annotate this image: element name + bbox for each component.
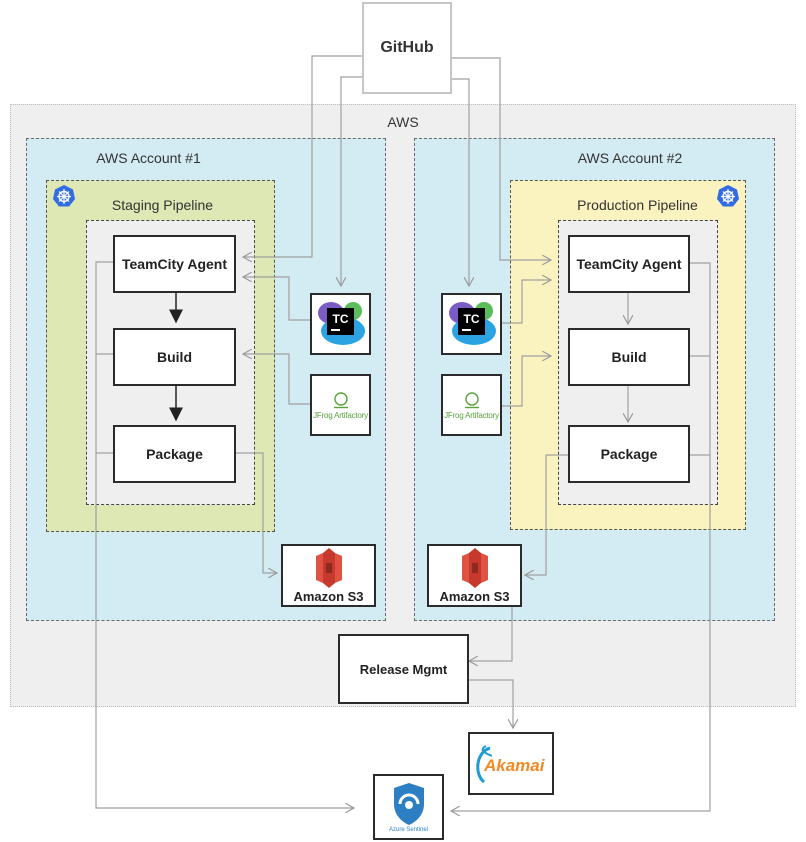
connector-github-staging-teamcity bbox=[341, 76, 363, 286]
akamai-wave-icon bbox=[476, 744, 492, 783]
akamai-label: Akamai bbox=[484, 755, 545, 775]
connector-jfrog-staging-build bbox=[243, 354, 312, 405]
connector-s3-release bbox=[469, 606, 513, 661]
s3-bucket-icon bbox=[315, 547, 342, 588]
connector-github-prod-agent bbox=[450, 57, 551, 260]
production-pipeline-label: Production Pipeline bbox=[577, 197, 698, 213]
staging-s3-node[interactable]: Amazon S3 bbox=[281, 544, 376, 607]
azure-sentinel-node[interactable]: Azure Sentinel bbox=[373, 774, 444, 840]
production-teamcity-node[interactable]: TC bbox=[441, 293, 502, 355]
connector-staging-sentinel bbox=[95, 261, 354, 808]
s3-label: Amazon S3 bbox=[293, 588, 364, 604]
release-mgmt-label: Release Mgmt bbox=[359, 661, 448, 677]
aws-account-1-label: AWS Account #1 bbox=[96, 150, 201, 166]
connector-staging-package-s3 bbox=[235, 452, 277, 573]
s3-label: Amazon S3 bbox=[439, 588, 510, 604]
aws-label: AWS bbox=[387, 114, 419, 130]
connector-github-staging-agent bbox=[243, 55, 363, 257]
artifactory-label: JFrog Artifactory bbox=[313, 410, 368, 420]
svg-text:TC: TC bbox=[332, 312, 348, 326]
jfrog-icon bbox=[464, 391, 479, 408]
production-package-step[interactable]: Package bbox=[568, 425, 690, 483]
jfrog-icon bbox=[333, 391, 348, 408]
akamai-logo: Akamai bbox=[472, 744, 550, 784]
connector-jfrog-prod-build bbox=[502, 356, 551, 407]
connector-prod-sentinel bbox=[451, 262, 711, 811]
sentinel-label: Azure Sentinel bbox=[388, 826, 429, 833]
aws-account-2-label: AWS Account #2 bbox=[577, 150, 683, 166]
staging-teamcity-node[interactable]: TC bbox=[310, 293, 371, 355]
kubernetes-icon bbox=[52, 184, 76, 208]
connector-prod-package-s3 bbox=[525, 454, 568, 575]
staging-build-step[interactable]: Build bbox=[113, 328, 236, 386]
step-label: TeamCity Agent bbox=[121, 256, 227, 272]
step-label: Package bbox=[600, 446, 658, 462]
step-label: Build bbox=[611, 349, 647, 365]
akamai-node[interactable]: Akamai bbox=[468, 732, 554, 795]
github-node[interactable]: GitHub bbox=[362, 2, 452, 94]
production-s3-node[interactable]: Amazon S3 bbox=[427, 544, 522, 607]
staging-pipeline-label: Staging Pipeline bbox=[111, 197, 214, 213]
staging-teamcity-agent-step[interactable]: TeamCity Agent bbox=[113, 235, 236, 293]
production-build-step[interactable]: Build bbox=[568, 328, 690, 386]
staging-artifactory-node[interactable]: JFrog Artifactory bbox=[310, 374, 371, 436]
connector-release-akamai bbox=[467, 679, 513, 728]
svg-text:TC: TC bbox=[463, 312, 479, 326]
azure-sentinel-shield-icon bbox=[393, 782, 424, 825]
step-label: Build bbox=[157, 349, 192, 365]
release-mgmt-node[interactable]: Release Mgmt bbox=[338, 634, 469, 704]
github-label: GitHub bbox=[380, 39, 434, 56]
connector-github-prod-teamcity bbox=[450, 78, 469, 286]
staging-package-step[interactable]: Package bbox=[113, 425, 236, 483]
step-label: TeamCity Agent bbox=[576, 256, 682, 272]
connector-teamcity-prod-agent bbox=[502, 280, 551, 324]
teamcity-icon: TC bbox=[448, 302, 496, 345]
artifactory-label: JFrog Artifactory bbox=[444, 410, 499, 420]
step-label: Package bbox=[146, 446, 203, 462]
production-teamcity-agent-step[interactable]: TeamCity Agent bbox=[568, 235, 690, 293]
s3-bucket-icon bbox=[461, 547, 488, 588]
production-artifactory-node[interactable]: JFrog Artifactory bbox=[441, 374, 502, 436]
connector-teamcity-staging-agent bbox=[243, 277, 312, 321]
kubernetes-icon bbox=[716, 184, 740, 208]
teamcity-icon: TC bbox=[317, 302, 365, 345]
